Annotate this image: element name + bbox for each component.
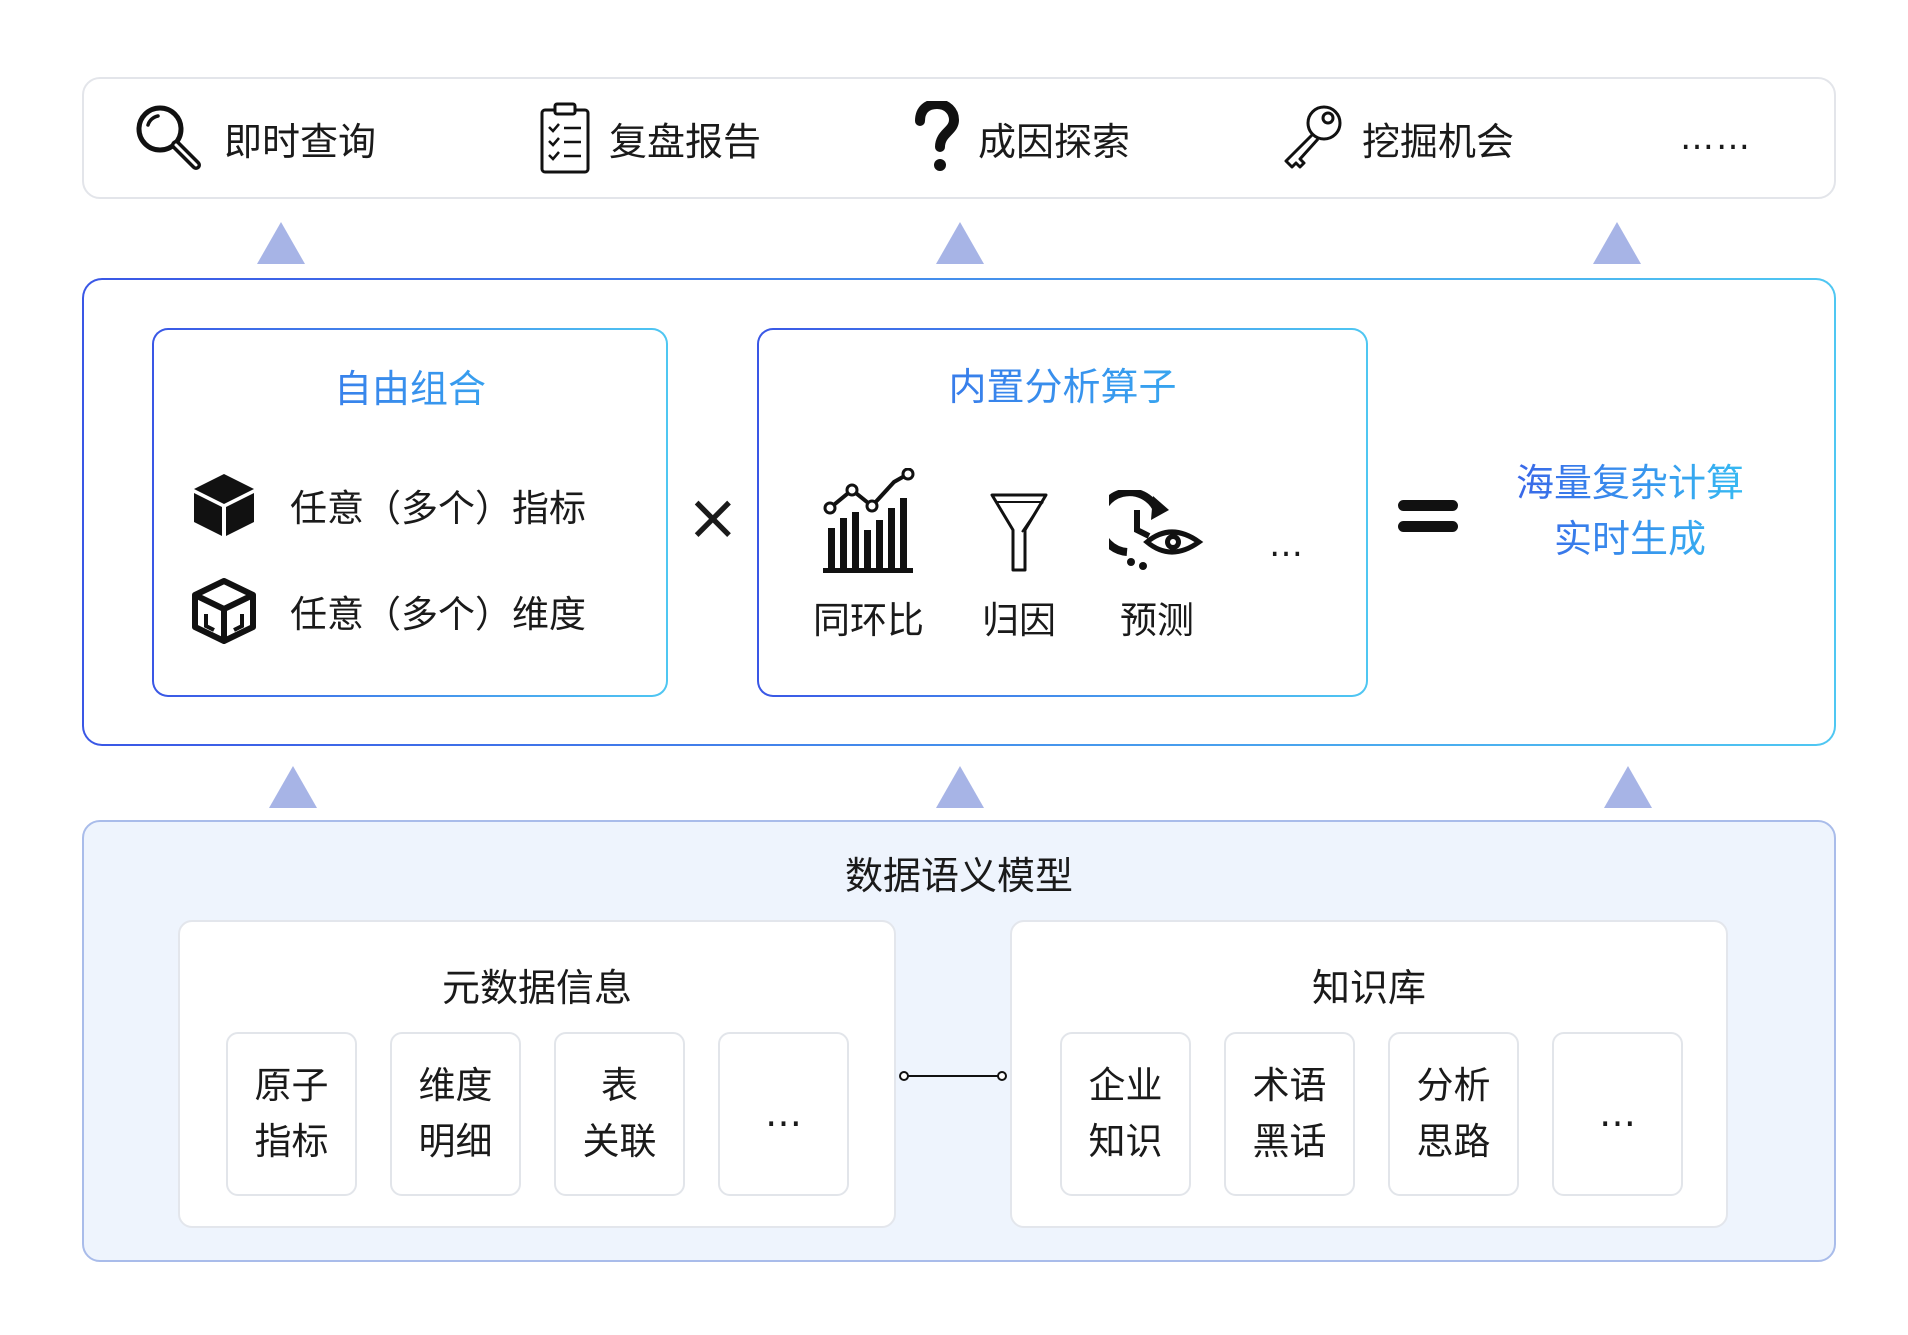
capability-more: …… <box>1680 79 1752 197</box>
tile-line: 黑话 <box>1252 1120 1327 1163</box>
capability-instant-query: 即时查询 <box>132 79 376 197</box>
tile-line: 明细 <box>418 1120 493 1163</box>
tile-line: 关联 <box>582 1120 657 1163</box>
arrow-up-right <box>1593 222 1641 264</box>
arrow-up-center <box>936 766 984 808</box>
free-combination-title: 自由组合 <box>154 358 666 413</box>
operator-label: 同环比 <box>813 599 924 642</box>
funnel-filter-icon <box>990 493 1048 572</box>
metadata-tile: … <box>718 1032 849 1196</box>
outline-cube-icon <box>192 578 256 644</box>
operator-label: 归因 <box>982 599 1056 642</box>
capability-bar: 即时查询 复盘报告 成因探索 挖掘机会 …… <box>82 77 1836 199</box>
tile-line: 原子 <box>254 1064 329 1107</box>
tile-line: 知识 <box>1088 1120 1163 1163</box>
knowledge-base-title: 知识库 <box>1311 966 1426 1010</box>
magnifier-icon <box>136 105 201 170</box>
tile-line: 术语 <box>1252 1064 1327 1107</box>
analysis-operators-title: 内置分析算子 <box>759 356 1366 411</box>
knowledge-tile: 术语 黑话 <box>1224 1032 1355 1196</box>
capability-label: 即时查询 <box>224 119 377 164</box>
dimension-label: 任意（多个）维度 <box>290 593 586 636</box>
question-mark-icon <box>915 101 960 171</box>
metadata-tile: 原子 指标 <box>226 1032 357 1196</box>
result-line2: 实时生成 <box>1480 511 1780 567</box>
capability-opportunity-mining: 挖掘机会 <box>1280 79 1514 197</box>
capability-label: 成因探索 <box>978 119 1131 164</box>
key-icon <box>1284 105 1342 169</box>
operator-label: 预测 <box>1120 599 1194 642</box>
tile-line: … <box>765 1092 802 1135</box>
tile-line: 思路 <box>1416 1120 1491 1163</box>
multiply-symbol: × <box>686 481 740 555</box>
capability-review-report: 复盘报告 <box>539 79 761 197</box>
more-ellipsis: …… <box>1680 118 1752 158</box>
operator-forecast: 预测 <box>1109 490 1205 644</box>
knowledge-base-panel: 知识库 企业 知识 术语 黑话 分析 思路 … <box>1010 920 1728 1228</box>
tile-line: 维度 <box>418 1064 493 1107</box>
trend-bar-chart-icon <box>822 468 914 573</box>
metric-row: 任意（多个）指标 <box>192 472 586 538</box>
checklist-clipboard-icon <box>540 102 590 174</box>
capability-label: 挖掘机会 <box>1362 119 1515 164</box>
arrow-up-left <box>257 222 305 264</box>
equals-symbol <box>1398 500 1458 532</box>
operator-yoy-mom: 同环比 <box>813 468 924 644</box>
knowledge-tile: … <box>1552 1032 1683 1196</box>
capability-label: 复盘报告 <box>609 119 762 164</box>
tile-line: 分析 <box>1416 1064 1491 1107</box>
tile-line: 表 <box>601 1064 638 1107</box>
tile-line: 指标 <box>254 1120 329 1163</box>
metadata-tile: 表 关联 <box>554 1032 685 1196</box>
tile-line: … <box>1599 1092 1636 1135</box>
metadata-title: 元数据信息 <box>441 966 632 1010</box>
operator-attribution: 归因 <box>982 490 1056 644</box>
panel-connector <box>899 1071 1007 1081</box>
metadata-panel: 元数据信息 原子 指标 维度 明细 表 关联 … <box>178 920 896 1228</box>
result-text: 海量复杂计算 实时生成 <box>1480 455 1780 567</box>
metadata-tile: 维度 明细 <box>390 1032 521 1196</box>
clock-eye-icon <box>1109 490 1204 570</box>
metric-label: 任意（多个）指标 <box>290 487 586 530</box>
free-combination-box: 自由组合 任意（多个）指标 任意（多个）维度 <box>152 328 668 697</box>
arrow-up-right <box>1604 766 1652 808</box>
tile-line: 企业 <box>1088 1064 1163 1107</box>
arrow-up-center <box>936 222 984 264</box>
knowledge-tile: 企业 知识 <box>1060 1032 1191 1196</box>
semantic-model-title: 数据语义模型 <box>844 854 1073 898</box>
knowledge-tile: 分析 思路 <box>1388 1032 1519 1196</box>
capability-cause-exploration: 成因探索 <box>914 79 1130 197</box>
dimension-row: 任意（多个）维度 <box>192 578 586 644</box>
operators-more: … <box>1269 525 1303 565</box>
result-line1: 海量复杂计算 <box>1480 455 1780 511</box>
solid-cube-icon <box>194 474 254 536</box>
analysis-operators-box: 内置分析算子 同环比 归因 <box>757 328 1368 697</box>
arrow-up-left <box>269 766 317 808</box>
